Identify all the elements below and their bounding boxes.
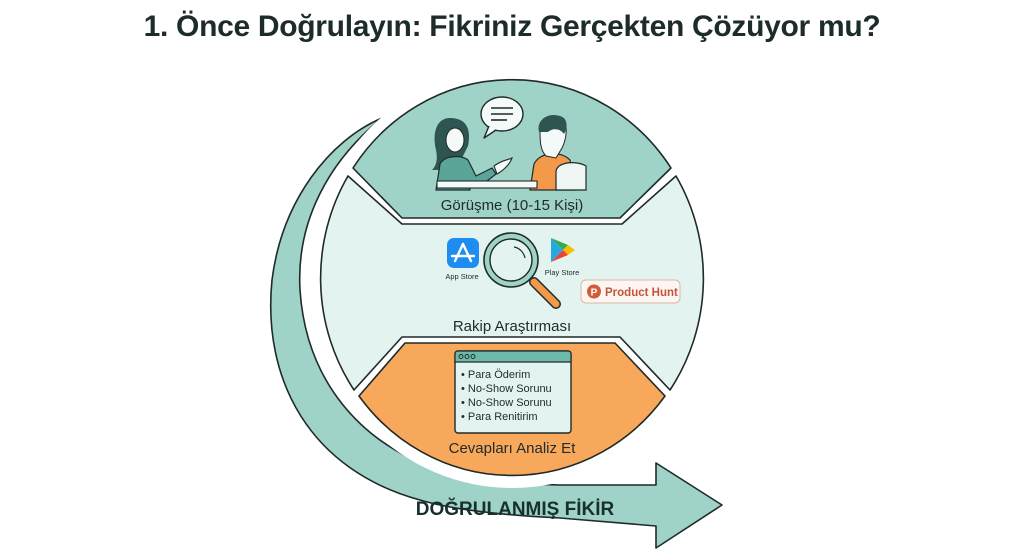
window-dot-icon: [458, 354, 464, 359]
product-hunt-letter: P: [591, 288, 598, 299]
response-item: • Para Renitirim: [461, 411, 538, 423]
table-shape: [436, 180, 538, 189]
response-item: • No-Show Sorunu: [461, 397, 552, 409]
window-dot-icon: [470, 354, 476, 359]
section-competitor-label: Rakip Araştırması: [453, 318, 571, 335]
arrow-band: [270, 117, 723, 549]
play-store-label: Play Store: [545, 268, 580, 277]
app-store-label: App Store: [445, 272, 478, 281]
section-analyze-label: Cevapları Analiz Et: [449, 440, 577, 457]
app-store-icon: [447, 238, 479, 268]
magnifying-glass-icon: [483, 232, 561, 309]
product-hunt-icon: [587, 284, 601, 299]
validated-idea-arrow: [270, 117, 723, 549]
interview-illustration: [432, 96, 587, 191]
response-item: • No-Show Sorunu: [461, 383, 552, 395]
validated-idea-label: DOĞRULANMIŞ FİKİR: [416, 498, 615, 520]
product-hunt-label: Product Hunt: [605, 287, 678, 299]
page-title: 1. Önce Doğrulayın: Fikriniz Gerçekten Ç…: [143, 10, 881, 43]
section-interview: [352, 78, 672, 219]
response-window: • Para Öderim • No-Show Sorunu • No-Show…: [454, 350, 572, 434]
section-interview-label: Görüşme (10-15 Kişi): [441, 197, 584, 214]
speech-bubble-icon: [480, 96, 524, 139]
play-store-icon: [551, 238, 575, 262]
window-dot-icon: [464, 354, 470, 359]
interviewee-figure: [529, 114, 587, 191]
response-item: • Para Öderim: [461, 369, 530, 381]
product-hunt-badge: P Product Hunt: [580, 279, 681, 304]
